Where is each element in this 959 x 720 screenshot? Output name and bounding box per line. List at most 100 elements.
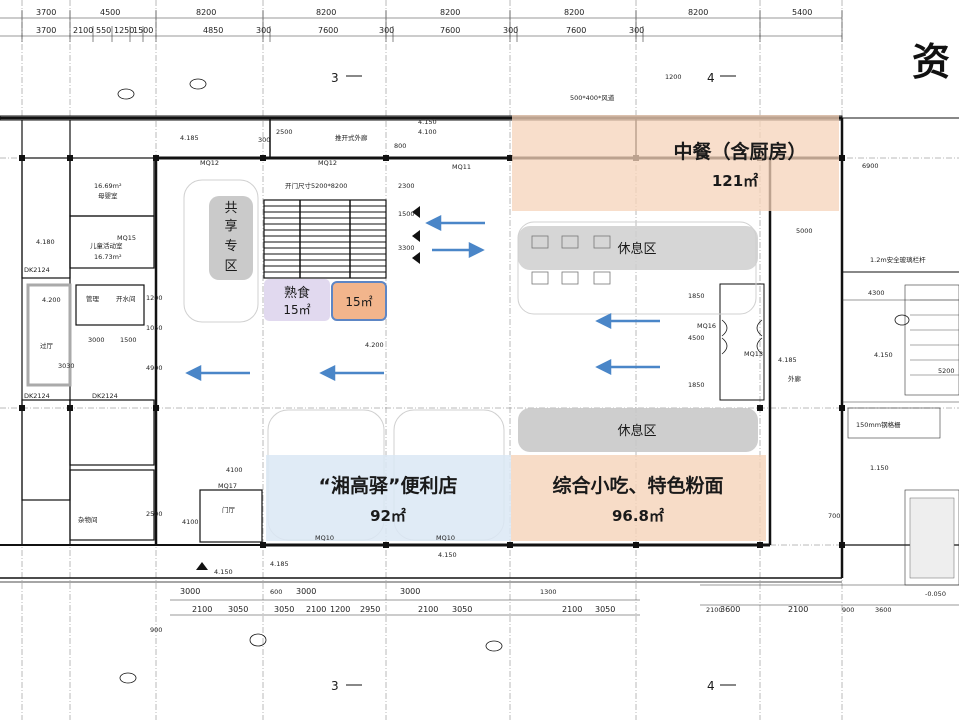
dim-misc-21: 1500 <box>120 336 137 344</box>
top-dim-1: 3700 <box>36 8 56 17</box>
detail-callouts <box>117 78 910 684</box>
zone-rest-area-top-label: 休息区 <box>617 241 656 257</box>
top-dim2-5: 1500 <box>133 26 153 35</box>
east-vestibule <box>719 283 765 401</box>
dim-misc-26: 3600 <box>875 606 892 614</box>
zone-deli-area: 15㎡ <box>283 303 310 317</box>
top-dim2-3: 550 <box>96 26 111 35</box>
zone-deli: 熟食 15㎡ <box>264 279 330 321</box>
dim-misc-15: 2500 <box>146 510 163 518</box>
room-label-17: DK2124 <box>24 392 50 400</box>
room-label-15: MQ10 <box>315 534 334 542</box>
room-label-5: 过厅 <box>40 341 54 350</box>
top-dim-2: 4500 <box>100 8 120 17</box>
top-dim2-10: 7600 <box>440 26 460 35</box>
room-label-9: MQ11 <box>452 163 471 171</box>
bottom-dim-9: 2950 <box>360 605 380 614</box>
room-label-24: 1.2m安全玻璃栏杆 <box>870 255 926 264</box>
bottom-dim-14: 3600 <box>720 605 740 614</box>
zone-convenience-store-area: 92㎡ <box>370 507 406 525</box>
dim-misc-8: 4300 <box>868 289 885 297</box>
top-dim2-2: 2100 <box>73 26 93 35</box>
room-label-18: DK2124 <box>92 392 118 400</box>
top-dim2-13: 300 <box>629 26 644 35</box>
axis-label-top-4: 4 <box>707 71 715 85</box>
top-dim-3: 8200 <box>196 8 216 17</box>
elev-7: 4.185 <box>778 356 797 364</box>
bottom-dim-12: 2100 <box>562 605 582 614</box>
room-label-4: 16.73m² <box>94 253 122 261</box>
bottom-dim-11: 3050 <box>452 605 472 614</box>
dim-misc-16: 4900 <box>146 364 163 372</box>
top-dim2-12: 7600 <box>566 26 586 35</box>
zone-shared-char-3: 专 <box>224 239 237 254</box>
dim-misc-3: 2300 <box>398 182 415 190</box>
zone-chinese-restaurant-area: 121㎡ <box>712 172 758 190</box>
dim-misc-14: 4100 <box>182 518 199 526</box>
room-label-22: 开门尺寸5200*8200 <box>285 181 347 190</box>
right-annex <box>700 117 959 606</box>
dim-misc-24: 900 <box>842 606 854 614</box>
bottom-dim-1: 3000 <box>180 587 200 596</box>
dim-misc-1: 2500 <box>276 128 293 136</box>
axis-label-top-3: 3 <box>331 71 339 85</box>
room-label-13: MQ13 <box>744 350 763 358</box>
zone-convenience-store-name: “湘高驿”便利店 <box>319 474 458 497</box>
dim-misc-18: 1200 <box>146 294 163 302</box>
room-label-16: MQ10 <box>436 534 455 542</box>
top-dim-7: 8200 <box>688 8 708 17</box>
dim-misc-20: 3000 <box>88 336 105 344</box>
top-dim2-4: 1250 <box>114 26 134 35</box>
dim-misc-12: 1850 <box>688 381 705 389</box>
top-dim-6: 8200 <box>564 8 584 17</box>
room-label-26: 外廊 <box>788 374 802 383</box>
top-dim-8: 5400 <box>792 8 812 17</box>
bottom-dim-15: 2100 <box>788 605 808 614</box>
elev-5: 4.180 <box>36 238 55 246</box>
dim-misc-13: 4100 <box>226 466 243 474</box>
flow-arrows <box>185 214 660 382</box>
zone-kiosk-area: 15㎡ <box>345 295 372 309</box>
room-label-2: 母婴室 <box>98 191 118 200</box>
dim-misc-6: 6900 <box>862 162 879 170</box>
room-label-6: 管理 <box>86 294 100 303</box>
room-label-1: 16.69m² <box>94 182 122 190</box>
axis-label-bottom-3: 3 <box>331 679 339 693</box>
top-dim2-7: 300 <box>256 26 271 35</box>
bottom-dim-3: 3000 <box>400 587 420 596</box>
zone-convenience-store: “湘高驿”便利店 92㎡ <box>266 455 511 541</box>
zone-shared-char-4: 区 <box>224 259 237 274</box>
zone-shared-char-2: 享 <box>224 218 237 234</box>
zone-deli-name: 熟食 <box>284 285 310 301</box>
elev-13: -0.050 <box>925 590 946 598</box>
room-label-25: 150mm钢格栅 <box>856 420 901 429</box>
elev-9: 4.150 <box>214 568 233 576</box>
dim-misc-29: 1200 <box>665 73 682 81</box>
top-dim-4: 8200 <box>316 8 336 17</box>
zone-chinese-restaurant: 中餐（含厨房） 121㎡ <box>512 115 839 211</box>
bottom-dim-4: 2100 <box>192 605 212 614</box>
dim-misc-17: 3030 <box>58 362 75 370</box>
misc-dimensions: 2500 800 2300 1500 3300 6900 5000 4300 5… <box>58 73 955 634</box>
zone-rest-area-bottom-label: 休息区 <box>617 423 656 439</box>
dim-misc-28: 1300 <box>540 588 557 596</box>
top-dim2-1: 3700 <box>36 26 56 35</box>
bottom-dim-10: 2100 <box>418 605 438 614</box>
dim-misc-4: 1500 <box>398 210 415 218</box>
bottom-dim-13: 3050 <box>595 605 615 614</box>
dim-misc-2: 800 <box>394 142 406 150</box>
bottom-dim-2: 3000 <box>296 587 316 596</box>
room-label-27: 推开式外廊 <box>335 133 368 142</box>
elev-10: 4.185 <box>270 560 289 568</box>
top-dim2-11: 300 <box>503 26 518 35</box>
room-label-19: DK2124 <box>24 266 50 274</box>
room-label-12: MQ16 <box>697 322 716 330</box>
axis-label-bottom-4: 4 <box>707 679 715 693</box>
elev-3: 4.100 <box>418 128 437 136</box>
bottom-dimensions: 3000 3000 3000 2100 3050 2100 3050 1200 … <box>170 587 808 616</box>
central-staircase <box>263 199 387 279</box>
room-label-10: MQ12 <box>318 159 337 167</box>
zone-snacks-name: 综合小吃、特色粉面 <box>552 474 723 497</box>
room-label-14: MQ17 <box>218 482 237 490</box>
